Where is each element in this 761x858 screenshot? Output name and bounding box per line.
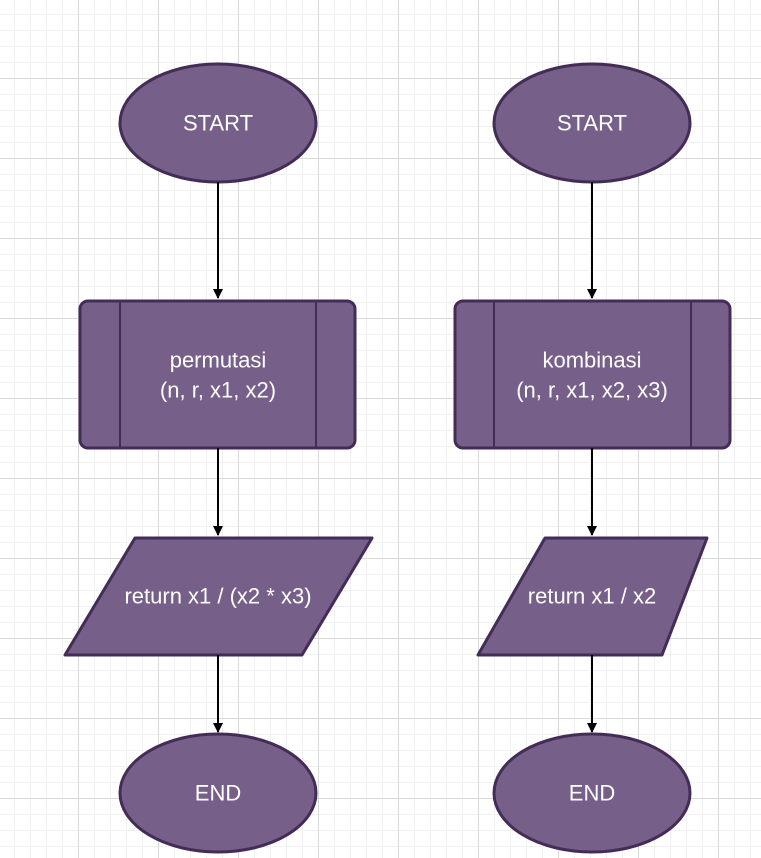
process-label-name: permutasi [170,348,267,373]
flowchart-permutasi: START permutasi (n, r, x1, x2) return x1… [63,62,374,854]
start-node[interactable]: START [492,62,692,184]
start-node[interactable]: START [118,62,318,184]
process-label-name: kombinasi [542,348,641,373]
end-node[interactable]: END [118,732,318,854]
output-node[interactable]: return x1 / x2 [476,536,709,657]
flowchart-kombinasi: START kombinasi (n, r, x1, x2, x3) retur… [453,62,732,854]
output-label: return x1 / (x2 * x3) [124,584,311,609]
end-label: END [569,781,615,806]
process-node[interactable]: kombinasi (n, r, x1, x2, x3) [453,299,732,450]
process-label-params: (n, r, x1, x2, x3) [516,378,668,403]
end-label: END [195,781,241,806]
start-label: START [183,111,253,136]
process-label-params: (n, r, x1, x2) [160,378,276,403]
process-node[interactable]: permutasi (n, r, x1, x2) [78,299,357,450]
start-label: START [557,111,627,136]
end-node[interactable]: END [492,732,692,854]
output-label: return x1 / x2 [528,584,656,609]
output-node[interactable]: return x1 / (x2 * x3) [63,536,374,657]
